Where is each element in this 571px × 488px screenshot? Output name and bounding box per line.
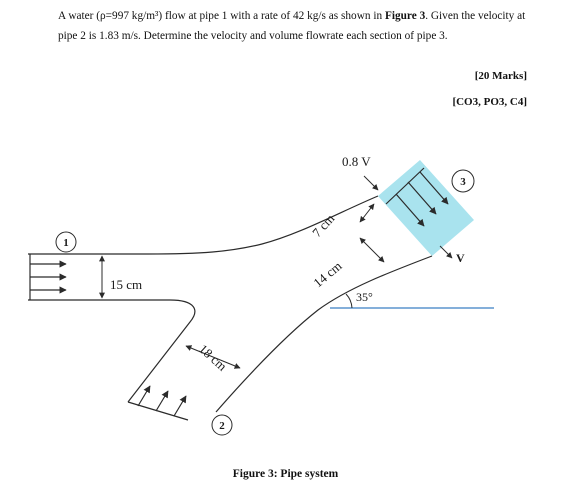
- velocity-08v-label: 0.8 V: [342, 154, 371, 169]
- pipe-system-figure: 1 2 3 15 cm 18 cm 7 cm 14 cm 35° 0.8 V V: [28, 154, 494, 436]
- outlet-2-diameter-label: 18 cm: [196, 341, 230, 374]
- marks-label: [20 Marks]: [474, 70, 527, 82]
- outlet-3-large-diameter-label: 14 cm: [310, 258, 344, 290]
- figure-caption: Figure 3: Pipe system: [232, 468, 339, 480]
- outlet-section-fill: [378, 160, 474, 256]
- question-part-1: A water (ρ=997 kg/m³) flow at pipe 1 wit…: [58, 10, 385, 22]
- outlet-2-dimension: [185, 345, 241, 369]
- outlet-3-flow-arrows: [385, 167, 449, 227]
- section-2-label: 2: [219, 420, 225, 432]
- figure-reference: Figure 3: [384, 10, 426, 22]
- section-1-label: 1: [63, 237, 69, 249]
- question-part-3: . Given the velocity at pipe 2 is 1.83 m…: [58, 10, 526, 42]
- section-1-marker: [55, 231, 77, 253]
- pipe-upper-wall: [28, 195, 379, 255]
- outlet-2-flow-arrows: [127, 385, 189, 421]
- pipe-lower-wall: [28, 299, 196, 403]
- angle-arc: [345, 293, 353, 309]
- outlet-3-small-diameter-label: 7 cm: [309, 211, 337, 240]
- section-2-marker: [211, 414, 233, 436]
- question-text: A water (ρ=997 kg/m³) flow at pipe 1 wit…: [58, 6, 528, 46]
- pipe-right-wall: [215, 255, 433, 413]
- velocity-v-label: V: [456, 251, 465, 265]
- course-outcomes-label: [CO3, PO3, C4]: [452, 96, 527, 108]
- inlet-diameter-label: 15 cm: [110, 277, 142, 292]
- section-3-label: 3: [460, 176, 466, 188]
- section-3-marker: [451, 169, 475, 193]
- outlet-3-dimensions: [359, 175, 453, 263]
- angle-label: 35°: [356, 290, 373, 304]
- inlet-flow-arrows: [29, 254, 67, 300]
